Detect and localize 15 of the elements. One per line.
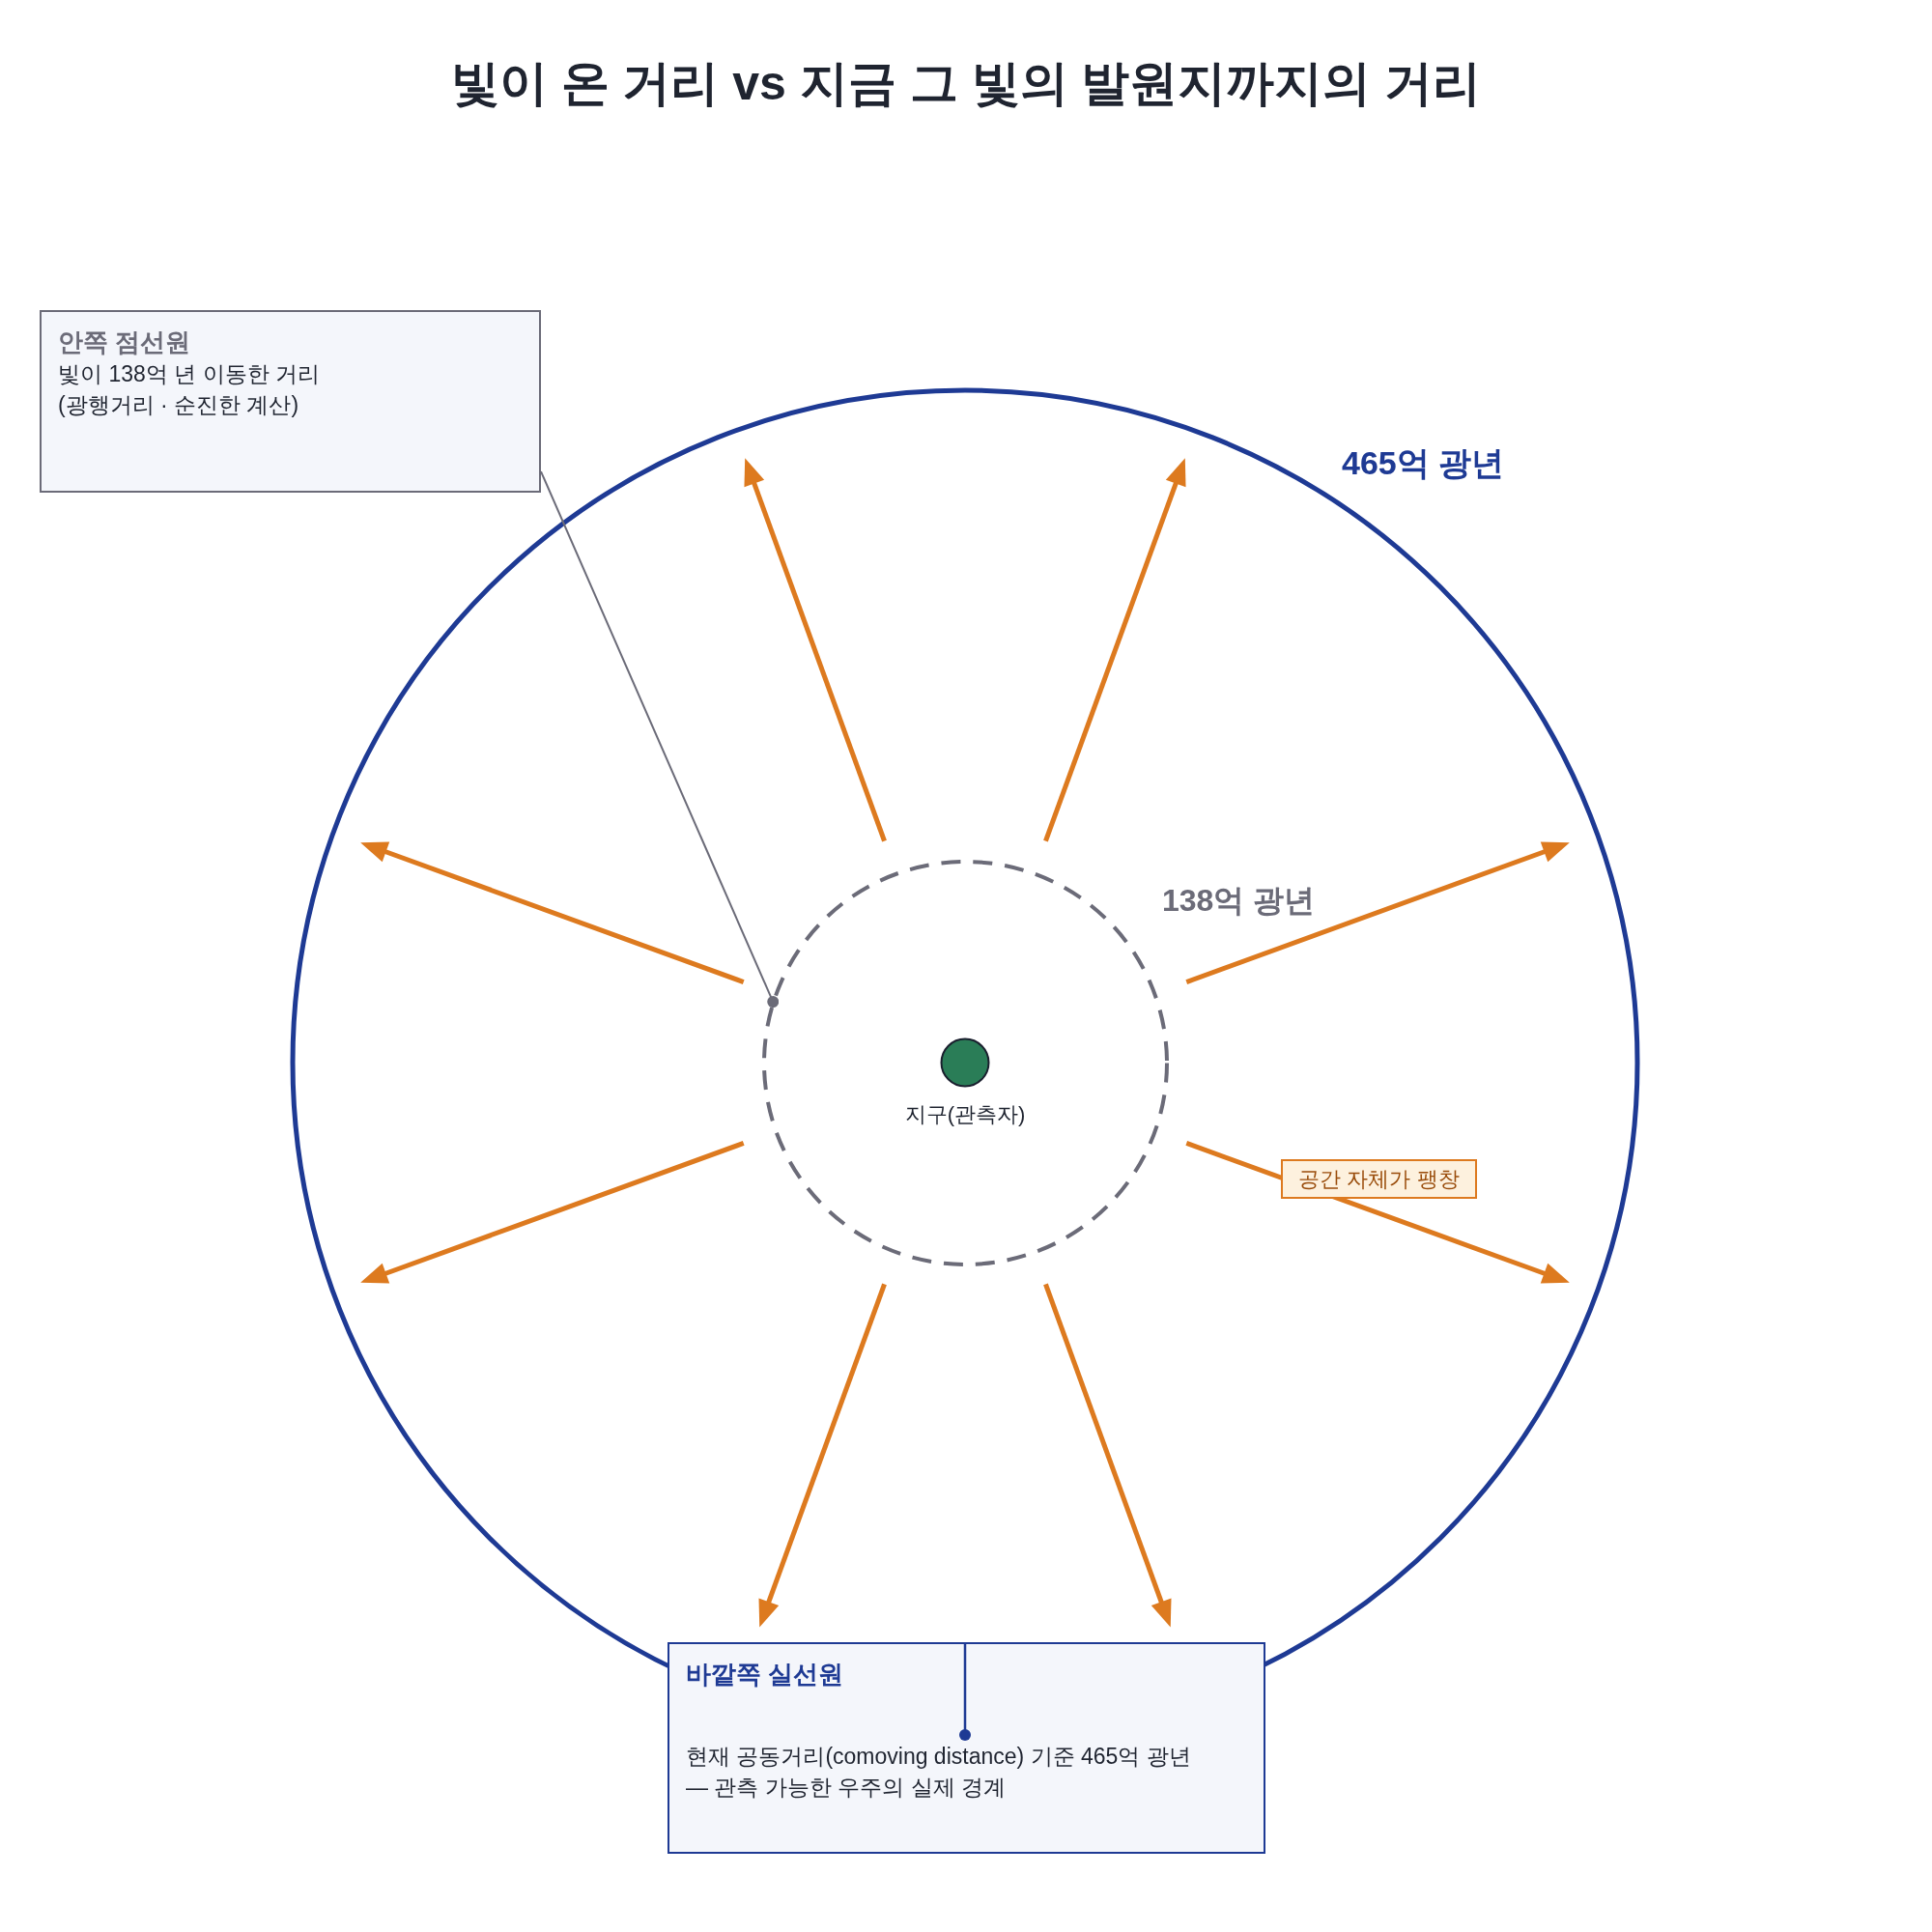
callout-text: 빛이 138억 년 이동한 거리 [58, 360, 321, 388]
diagram-title: 빛이 온 거리 vs 지금 그 빛의 발원지까지의 거리 [450, 55, 1482, 112]
callout-box [40, 310, 541, 493]
annotation-tag: 공간 자체가 팽창 [1281, 1159, 1477, 1199]
callout-heading: 안쪽 점선원 [58, 327, 192, 358]
callout-text: 현재 공동거리(comoving distance) 기준 465억 광년 [686, 1743, 1192, 1771]
callout-text: (광행거리 · 순진한 계산) [58, 391, 300, 419]
distance-label: 138억 광년 [1162, 882, 1316, 920]
leader-line [959, 1642, 971, 1741]
leader-line [540, 470, 780, 1009]
distance-label: 465억 광년 [1342, 443, 1505, 483]
callout-box [668, 1642, 1265, 1854]
callout-text: — 관측 가능한 우주의 실제 경계 [686, 1774, 1007, 1802]
callout-heading: 바깥쪽 실선원 [686, 1659, 845, 1690]
earth-label: 지구(관측자) [904, 1101, 1026, 1128]
